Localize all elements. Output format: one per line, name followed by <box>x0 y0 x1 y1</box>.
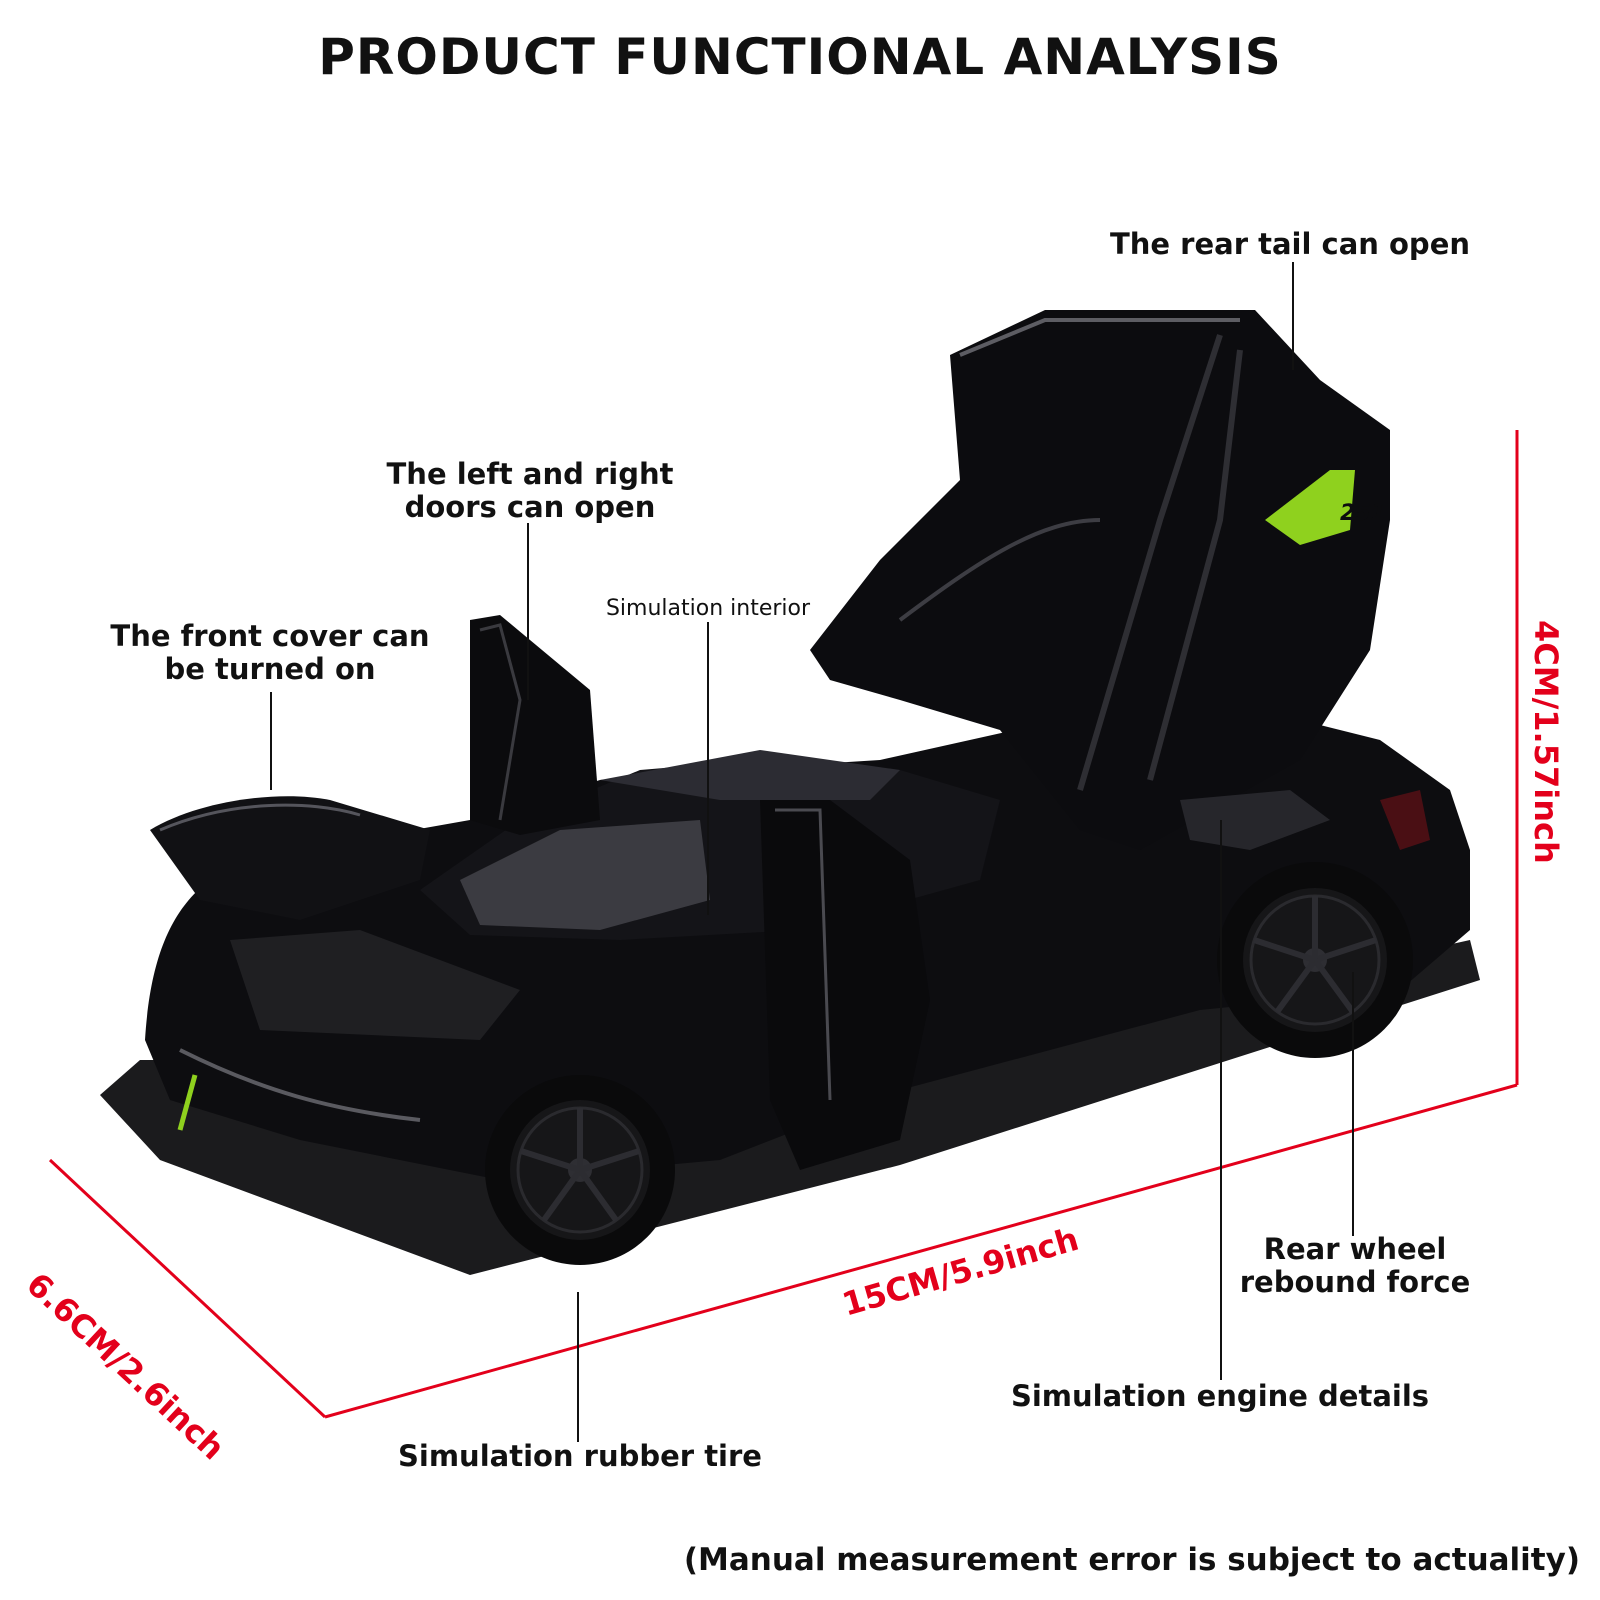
callout-lines <box>270 262 1354 1442</box>
front-cover-label-line-1: The front cover can <box>110 619 430 653</box>
car-body: 251 <box>100 310 1480 1275</box>
front-wheel <box>485 1075 675 1265</box>
front-cover-label-line-2: be turned on <box>164 652 376 686</box>
length-dimension-line <box>324 1083 1518 1419</box>
doors-label: The left and right doors can open <box>330 458 730 524</box>
doors-label-line-2: doors can open <box>404 490 656 524</box>
tire-label: Simulation rubber tire <box>398 1439 762 1473</box>
rear-wheel-label-line-1: Rear wheel <box>1263 1232 1447 1266</box>
front-cover-label: The front cover can be turned on <box>90 620 450 686</box>
height-dimension-label: 4CM/1.57inch <box>1527 620 1565 864</box>
engine-label: Simulation engine details <box>1010 1379 1430 1413</box>
doors-label-line-1: The left and right <box>386 457 674 491</box>
rear-wheel-label-line-2: rebound force <box>1239 1265 1471 1299</box>
measurement-note: (Manual measurement error is subject to … <box>683 1542 1580 1578</box>
width-dimension-line <box>48 1158 327 1419</box>
rear-tail-label: The rear tail can open <box>1070 228 1510 261</box>
dimension-lines <box>48 430 1519 1419</box>
car-badge: 251 <box>1340 501 1386 526</box>
rear-wheel-label: Rear wheel rebound force <box>1200 1233 1510 1299</box>
rear-wheel <box>1217 862 1413 1058</box>
rear-tail-text: The rear tail can open <box>1109 227 1471 261</box>
interior-label: Simulation interior <box>605 596 811 621</box>
page-title: PRODUCT FUNCTIONAL ANALYSIS <box>318 28 1282 86</box>
